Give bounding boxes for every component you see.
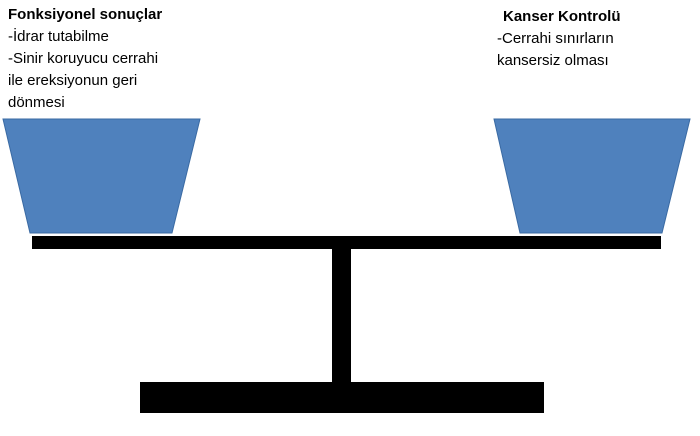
- left-label: Fonksiyonel sonuçlar -İdrar tutabilme -S…: [8, 4, 162, 114]
- right-title: Kanser Kontrolü: [503, 8, 621, 25]
- left-line: dönmesi: [8, 94, 65, 111]
- left-title: Fonksiyonel sonuçlar: [8, 6, 163, 23]
- scale-base: [140, 382, 544, 413]
- right-label: Kanser Kontrolü -Cerrahi sınırların kans…: [497, 6, 621, 72]
- right-line: -Cerrahi sınırların: [497, 30, 614, 47]
- scale-beam: [32, 236, 661, 249]
- right-line: kansersiz olması: [497, 52, 609, 69]
- left-line: -İdrar tutabilme: [8, 28, 109, 45]
- left-line: -Sinir koruyucu cerrahi: [8, 50, 159, 67]
- left-line: ile ereksiyonun geri: [8, 72, 138, 89]
- right-pan: [493, 118, 691, 234]
- left-pan: [2, 118, 201, 234]
- scale-stem: [332, 249, 351, 384]
